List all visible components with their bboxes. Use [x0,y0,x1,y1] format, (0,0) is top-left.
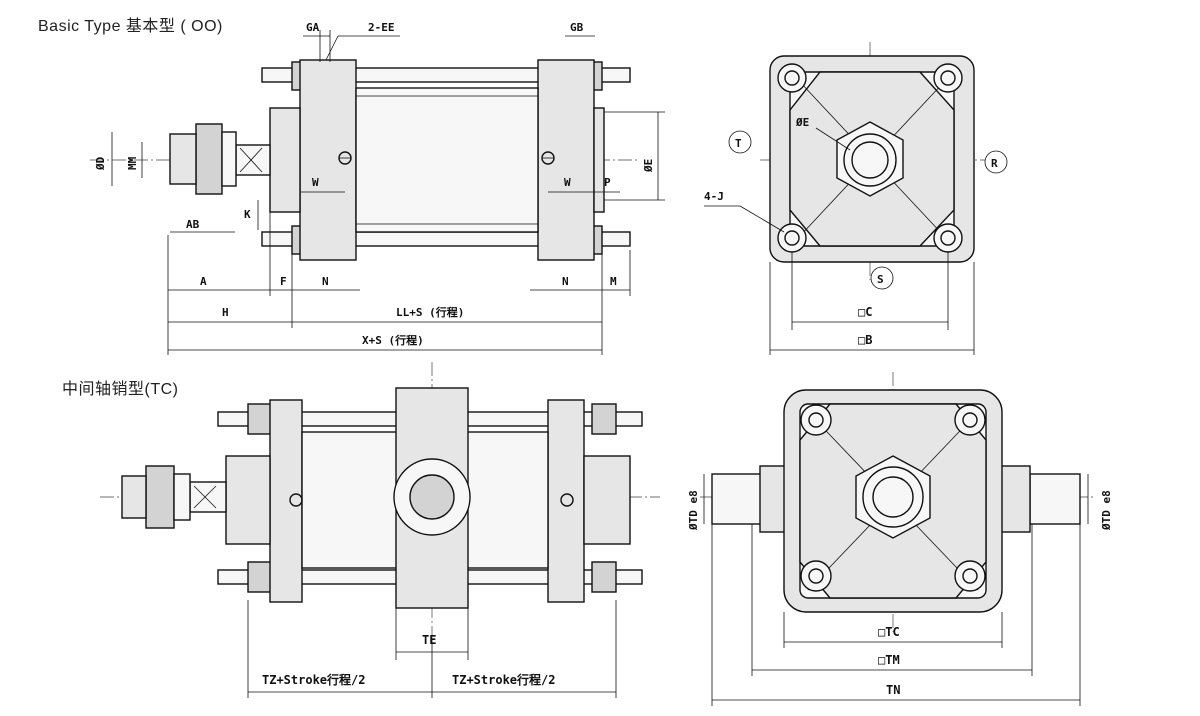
dim-mm: MM [126,156,139,170]
dim-ll: LL+S (行程) [396,305,464,319]
dim-m: M [610,275,617,288]
tc-side-view [100,362,660,640]
label-s: S [877,273,884,286]
basic-front-view [760,42,985,280]
label-4j: 4-J [704,190,724,203]
tc-type-title: 中间轴销型(TC) [62,381,179,398]
dim-od: ØD [94,156,107,171]
basic-side-dimensions: GA 2-EE GB ØD MM AB K W W P ØE A F [94,21,665,355]
dim-w-right: W [564,176,571,189]
dim-c: □C [858,305,872,319]
dim-x: X+S (行程) [362,333,424,347]
dim-tz-right: TZ+Stroke行程/2 [452,672,555,687]
dim-td-right: ØTD e8 [1100,490,1113,531]
dim-a: A [200,275,207,288]
dim-w-left: W [312,176,319,189]
dim-tz-left: TZ+Stroke行程/2 [262,672,365,687]
dim-n-right: N [562,275,569,288]
dim-f: F [280,275,287,288]
dim-h: H [222,306,229,319]
dim-oe-side: ØE [642,159,655,173]
dim-n-left: N [322,275,329,288]
basic-type-title: Basic Type 基本型 ( OO) [38,18,223,35]
dim-p: P [604,176,611,189]
dim-ga: GA [306,21,320,34]
dim-b: □B [858,333,872,347]
basic-front-dimensions: T R S ØE 4-J □C □B [704,116,1008,355]
label-t: T [735,137,742,150]
dim-te: TE [422,633,436,647]
dim-gb: GB [570,21,584,34]
tc-front-dimensions: ØTD e8 ØTD e8 □TC □TM TN [687,474,1113,706]
dim-k: K [244,208,251,221]
tc-side-dimensions: TE TZ+Stroke行程/2 TZ+Stroke行程/2 [247,600,617,698]
dim-td-left: ØTD e8 [687,490,700,531]
basic-side-view [90,30,640,261]
dim-tm: □TM [878,653,900,667]
label-r: R [991,157,998,170]
dim-tn: TN [886,683,900,697]
dim-2ee: 2-EE [368,21,395,34]
dim-tc: □TC [878,625,900,639]
tc-front-view [700,372,1095,632]
label-oe-front: ØE [795,116,809,129]
dim-ab: AB [186,218,200,231]
